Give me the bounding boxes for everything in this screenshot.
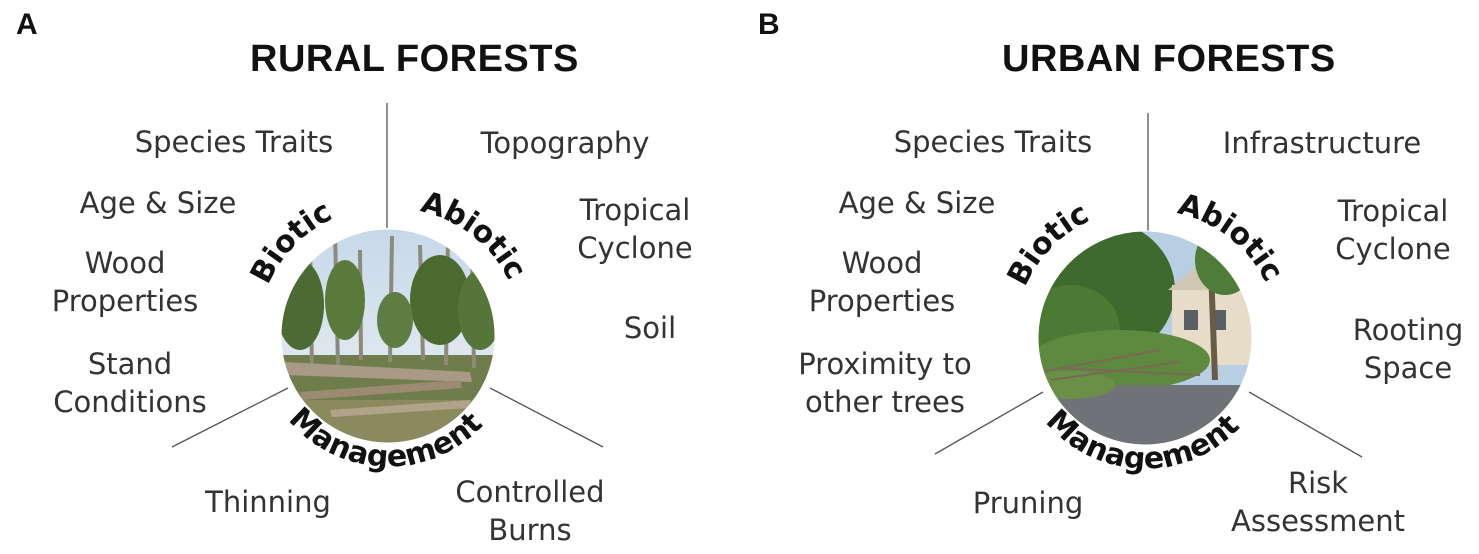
factor-infrastructure: Infrastructure	[1222, 126, 1422, 160]
urban-forest-photo	[1038, 231, 1252, 445]
panel-title: URBAN FORESTS	[1002, 38, 1336, 80]
factor-species-traits: Species Traits	[893, 125, 1093, 159]
divider-line-right	[489, 387, 604, 448]
factor-wheel: Biotic Abiotic Management	[934, 113, 1363, 477]
factor-species-traits: Species Traits	[134, 125, 334, 159]
divider-line-left	[171, 387, 289, 448]
factor-age-size: Age & Size	[838, 186, 996, 220]
factor-age-size: Age & Size	[79, 186, 237, 220]
factor-soil: Soil	[623, 311, 677, 345]
factor-topography: Topography	[480, 126, 650, 160]
factor-wheel: Biotic Abiotic Management	[171, 103, 604, 475]
panel-title: RURAL FORESTS	[250, 38, 579, 80]
divider-line-right	[1248, 391, 1363, 458]
factor-pruning: Pruning	[972, 486, 1084, 520]
divider-line-left	[934, 391, 1044, 455]
panel-letter: B	[758, 8, 780, 41]
factor-thinning: Thinning	[205, 485, 331, 519]
panel-letter: A	[16, 8, 38, 41]
panel-rural-forests: A RURAL FORESTS	[16, 8, 693, 547]
panel-urban-forests: B URBAN FORESTS	[740, 0, 1479, 554]
